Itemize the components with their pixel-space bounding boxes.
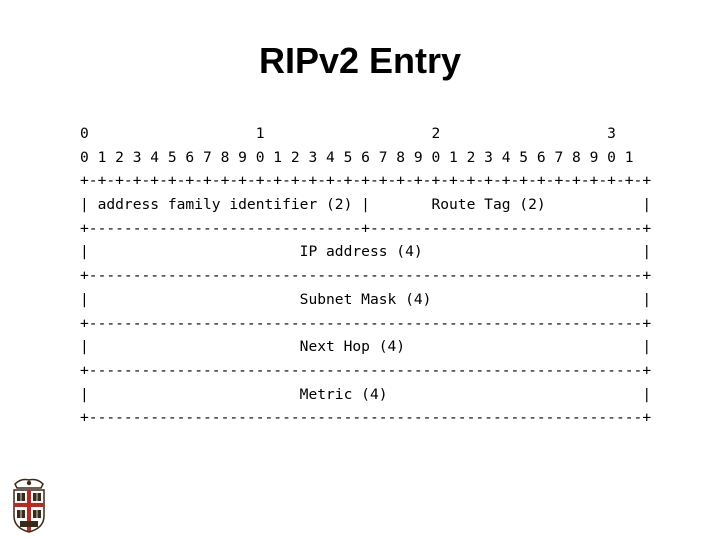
field-row-metric: | Metric (4) | (80, 385, 652, 403)
top-border-row: +-+-+-+-+-+-+-+-+-+-+-+-+-+-+-+-+-+-+-+-… (80, 172, 652, 190)
field-row-ip-address: | IP address (4) | (80, 243, 652, 261)
rip-entry-diagram: 0 1 2 3 0 1 2 3 4 5 6 7 8 9 0 1 2 3 4 5 6… (80, 122, 651, 430)
field-row-family-tag: | address family identifier (2) | Route … (80, 196, 652, 214)
separator-row: +---------------------------------------… (80, 314, 652, 332)
university-shield-icon (13, 478, 45, 533)
separator-row: +---------------------------------------… (80, 267, 652, 285)
bit-number-row: 0 1 2 3 4 5 6 7 8 9 0 1 2 3 4 5 6 7 8 9 … (80, 148, 634, 166)
slide-title: RIPv2 Entry (258, 40, 462, 81)
separator-row: +-------------------------------+-------… (80, 219, 652, 237)
bottom-border-row: +---------------------------------------… (80, 409, 652, 427)
separator-row: +---------------------------------------… (80, 361, 652, 379)
field-row-next-hop: | Next Hop (4) | (80, 338, 652, 356)
field-row-subnet-mask: | Subnet Mask (4) | (80, 290, 652, 308)
bit-decade-row: 0 1 2 3 (80, 125, 616, 142)
